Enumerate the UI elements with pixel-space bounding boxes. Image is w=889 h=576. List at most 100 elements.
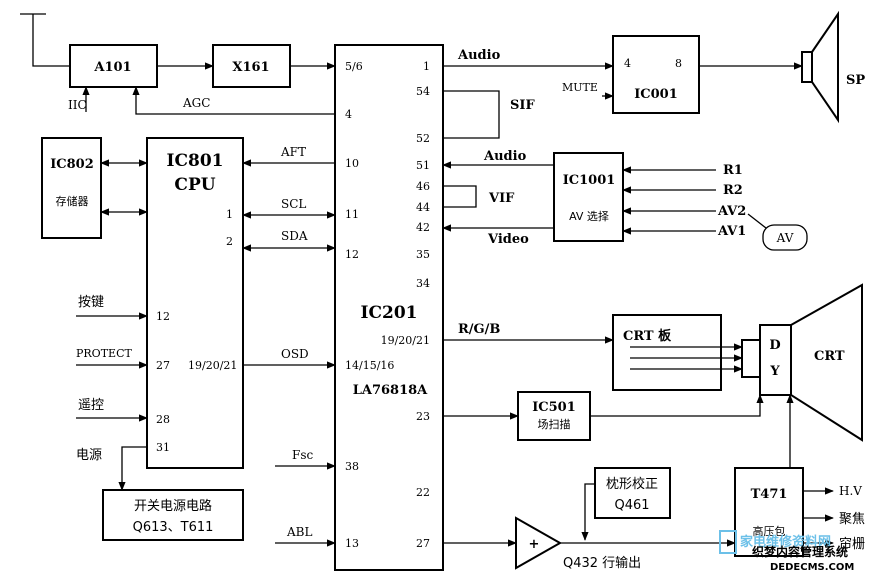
focus-label: 聚焦 bbox=[839, 512, 865, 527]
keys-label: 按键 bbox=[78, 295, 104, 310]
t471-block bbox=[734, 467, 804, 557]
crt-label: CRT bbox=[814, 349, 845, 364]
ic201-pin: 12 bbox=[345, 248, 359, 261]
ic001-label: IC001 bbox=[634, 87, 678, 102]
ic201-pin: 4 bbox=[345, 108, 352, 121]
amp-symbol: + bbox=[529, 537, 540, 552]
ic801-pin: 31 bbox=[156, 441, 170, 454]
x161-block bbox=[212, 44, 291, 88]
dy-connector bbox=[741, 339, 761, 378]
line-output-amp bbox=[515, 516, 563, 570]
sda-label: SDA bbox=[281, 229, 308, 243]
audio-out-label: Audio bbox=[457, 48, 501, 63]
av2-label: AV2 bbox=[717, 204, 746, 219]
ic801-pin: 1 bbox=[226, 208, 233, 221]
line-output-label: Q432 行输出 bbox=[563, 555, 641, 571]
speaker-magnet bbox=[801, 51, 813, 83]
ic201-block bbox=[334, 44, 444, 571]
power-block bbox=[102, 489, 244, 541]
ic801-pin: 27 bbox=[156, 359, 170, 372]
ic1001-desc: AV 选择 bbox=[569, 209, 609, 223]
x161-label: X161 bbox=[232, 60, 269, 75]
pincushion-line1: 枕形校正 bbox=[606, 476, 658, 492]
mute-label: MUTE bbox=[562, 81, 598, 94]
t471-name: T471 bbox=[751, 487, 788, 502]
ic201-pin: 44 bbox=[416, 201, 430, 214]
ic201-pin: 46 bbox=[416, 180, 430, 193]
av-callout bbox=[762, 224, 808, 251]
a101-label: A101 bbox=[93, 60, 131, 75]
fsc-label: Fsc bbox=[292, 448, 313, 462]
ic201-pin: 1 bbox=[423, 60, 430, 73]
ic001-pin-8: 8 bbox=[675, 57, 682, 70]
aft-label: AFT bbox=[280, 145, 306, 159]
wire-ic501-dy bbox=[590, 394, 764, 417]
wire-power bbox=[118, 446, 147, 491]
video-label: Video bbox=[487, 232, 529, 247]
ic201-pin: 54 bbox=[416, 85, 430, 98]
ic801-pin: 12 bbox=[156, 310, 170, 323]
ic201-name: IC201 bbox=[361, 303, 418, 323]
ic1001-name: IC1001 bbox=[563, 173, 616, 188]
ic201-pin: 14/15/16 bbox=[345, 359, 394, 372]
crt-tube-shape bbox=[790, 283, 863, 442]
remote-label: 遥控 bbox=[78, 398, 104, 413]
ic201-pin: 51 bbox=[416, 159, 430, 172]
ic801-block bbox=[146, 137, 244, 469]
ic201-pin: 22 bbox=[416, 486, 430, 499]
av-callout-label: AV bbox=[776, 231, 794, 245]
r1-label: R1 bbox=[723, 163, 743, 178]
ic201-pin: 19/20/21 bbox=[381, 334, 430, 347]
dy-d: D bbox=[769, 338, 780, 353]
osd-label: OSD bbox=[281, 347, 309, 361]
ic001-pin-4: 4 bbox=[624, 57, 631, 70]
crt-board-label: CRT 板 bbox=[623, 328, 672, 344]
ic801-pin: 28 bbox=[156, 413, 170, 426]
ic201-part: LA76818A bbox=[353, 383, 428, 398]
av-callout-leader bbox=[747, 213, 767, 229]
ic201-pin: 23 bbox=[416, 410, 430, 423]
sif-label: SIF bbox=[510, 98, 535, 113]
watermark-logo-icon bbox=[719, 530, 737, 554]
ic201-pin: 38 bbox=[345, 460, 359, 473]
ic001-block bbox=[612, 35, 700, 114]
ic201-pin: 5/6 bbox=[345, 60, 363, 73]
wire-sif-loop bbox=[443, 90, 500, 139]
power-signal-label: 电源 bbox=[76, 448, 102, 463]
audio-in-label: Audio bbox=[483, 149, 527, 164]
ic1001-block bbox=[553, 152, 624, 242]
ic201-pin: 52 bbox=[416, 132, 430, 145]
vif-label: VIF bbox=[488, 191, 515, 206]
ic801-pin: 2 bbox=[226, 235, 233, 248]
ic201-pin: 11 bbox=[345, 208, 359, 221]
wire-pincushion bbox=[581, 483, 595, 541]
agc-label: AGC bbox=[182, 96, 210, 110]
ic501-name: IC501 bbox=[532, 400, 576, 415]
ic801-pin: 19/20/21 bbox=[188, 359, 237, 372]
t471-desc: 高压包 bbox=[753, 524, 786, 538]
hv-label: H.V bbox=[839, 484, 862, 498]
watermark-line3: DEDECMS.COM bbox=[770, 562, 854, 573]
screen-label: 帘栅 bbox=[839, 536, 865, 552]
ic201-pin: 34 bbox=[416, 277, 430, 290]
ic802-name: IC802 bbox=[50, 157, 94, 172]
wire-vif-loop bbox=[443, 185, 477, 208]
antenna-icon bbox=[20, 13, 70, 67]
ic802-block bbox=[41, 137, 102, 239]
ic501-desc: 场扫描 bbox=[538, 417, 571, 431]
dy-block bbox=[759, 324, 792, 396]
power-line1: 开关电源电路 bbox=[134, 498, 212, 514]
ic802-desc: 存储器 bbox=[56, 194, 89, 208]
speaker-cone bbox=[811, 10, 839, 124]
watermark-line2: 织梦内容管理系统 bbox=[752, 544, 848, 559]
sp-label: SP bbox=[846, 73, 865, 88]
dy-y: Y bbox=[769, 364, 780, 379]
watermark-line1: 家电维修资料网 bbox=[740, 534, 831, 550]
ic201-pin: 10 bbox=[345, 157, 359, 170]
watermark: 家电维修资料网 织梦内容管理系统 DEDECMS.COM bbox=[719, 530, 854, 573]
power-line2: Q613、T611 bbox=[133, 520, 214, 535]
ic201-pin: 27 bbox=[416, 537, 430, 550]
av1-label: AV1 bbox=[717, 224, 746, 239]
iic-label: IIC bbox=[68, 98, 87, 112]
